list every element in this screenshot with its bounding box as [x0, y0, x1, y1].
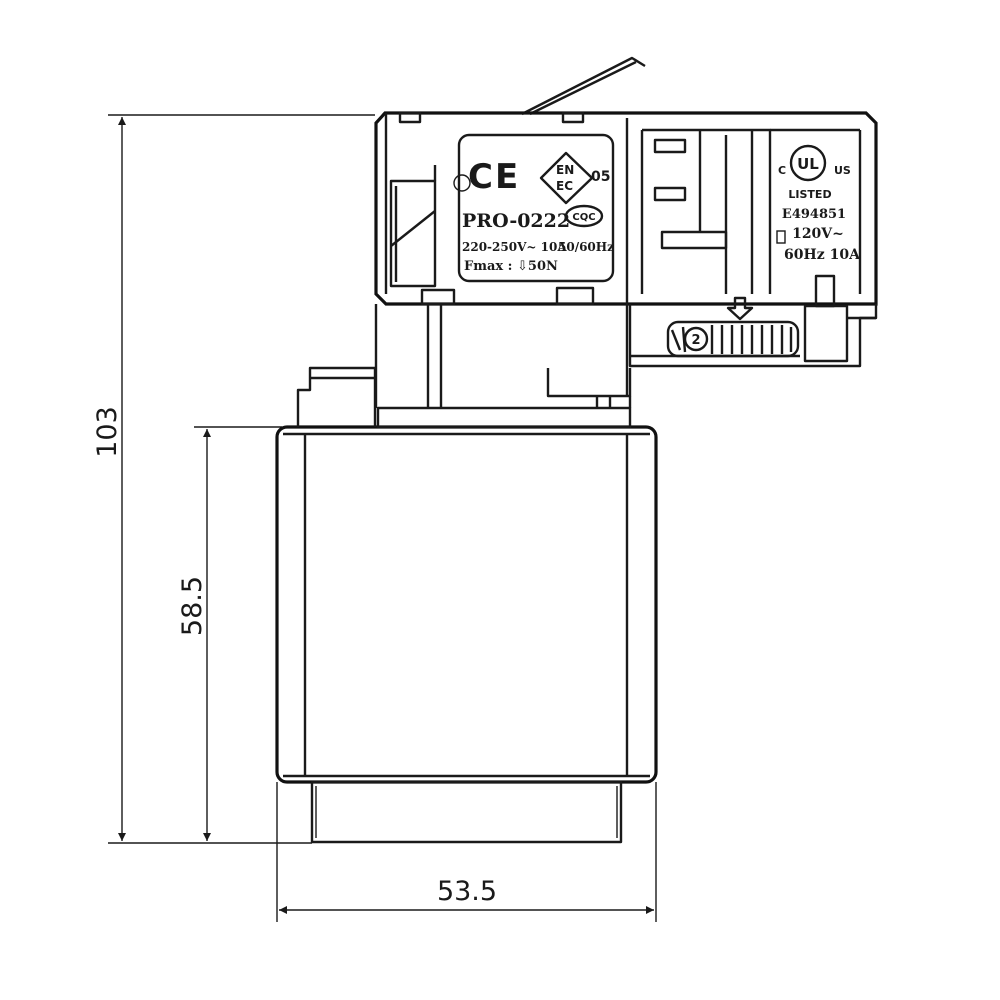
enec-mark-icon: EN EC 05: [539, 151, 610, 205]
ul-voltage: 120V~: [792, 226, 844, 242]
dimension-total-height-label: 103: [92, 406, 123, 458]
dimension-width-label: 53.5: [437, 876, 497, 907]
frequency-rating: 50/60Hz: [558, 240, 614, 254]
dimension-total-height: 103: [92, 114, 375, 844]
ground-symbol-icon: [453, 174, 471, 192]
dial-number: 2: [691, 333, 700, 348]
ul-mark-icon: [789, 144, 827, 182]
force-rating: Fmax : ⇩50N: [464, 259, 558, 274]
svg-text:EC: EC: [556, 179, 573, 193]
svg-text:UL: UL: [797, 155, 819, 173]
adjustment-dial: 2: [666, 296, 800, 358]
ce-mark: CE: [468, 157, 520, 197]
ul-rating: 60Hz 10A: [784, 247, 861, 263]
cqc-mark-icon: CQC: [564, 204, 604, 228]
enec-number: 05: [591, 169, 610, 185]
down-arrow-icon: [726, 296, 754, 321]
adapter-head: [374, 56, 878, 408]
dimension-width: 53.5: [276, 782, 657, 922]
lower-body: [275, 425, 658, 844]
voltage-rating: 220-250V~ 10A: [462, 240, 567, 254]
svg-text:CQC: CQC: [572, 212, 595, 223]
dimension-body-height: 58.5: [177, 426, 282, 841]
adapter-neck: [296, 366, 632, 429]
ul-us: US: [834, 164, 851, 177]
certification-label: CE EN EC 05 CQC PRO-0222 220-250V~ 10A 5…: [453, 133, 615, 283]
ul-listed: LISTED: [788, 188, 831, 201]
dimension-body-height-label: 58.5: [177, 576, 208, 636]
ul-label: UL C US LISTED E494851 120V~ 60Hz 10A: [778, 144, 861, 263]
svg-text:EN: EN: [556, 163, 574, 177]
ul-c: C: [778, 164, 786, 177]
ul-file-number: E494851: [782, 207, 846, 222]
model-number: PRO-0222: [462, 210, 570, 232]
